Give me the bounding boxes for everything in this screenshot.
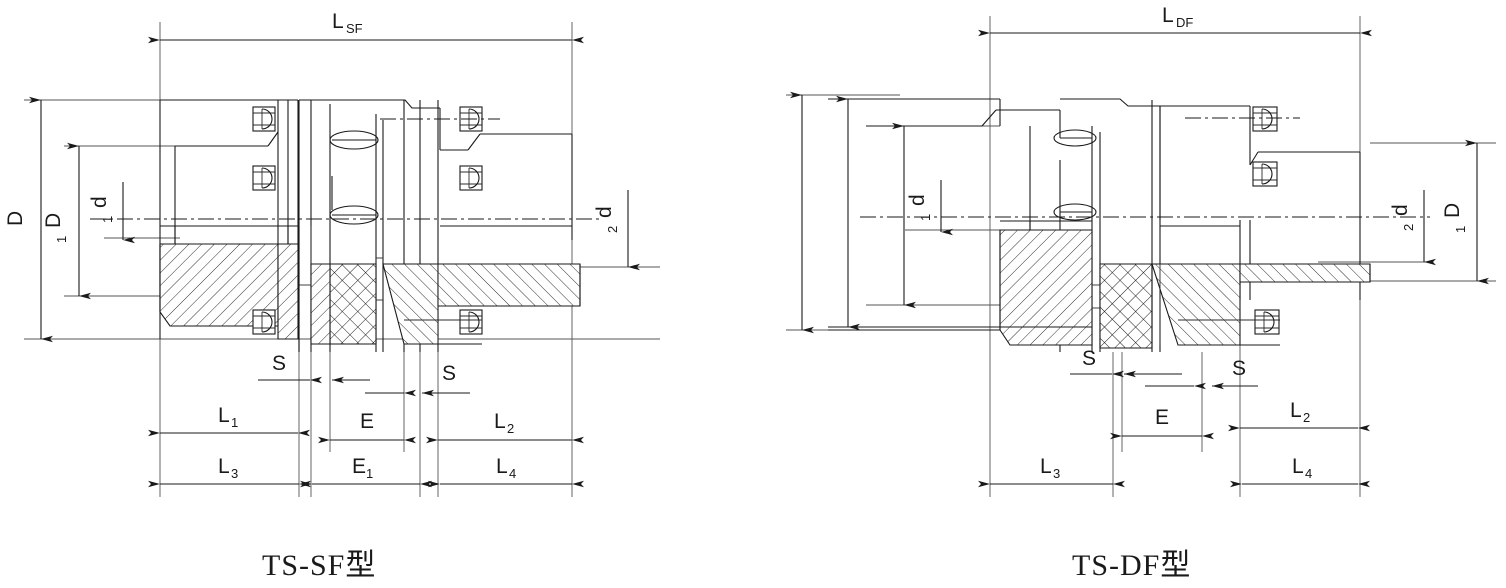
dim-l3: L 3 bbox=[148, 455, 311, 488]
dim-l4-sub: 4 bbox=[509, 466, 516, 481]
dim-d2-sub: 2 bbox=[605, 226, 620, 233]
dim-l1-sub: 1 bbox=[231, 415, 238, 430]
df-spider-element bbox=[1092, 100, 1161, 352]
dim-l1: L 1 bbox=[148, 404, 310, 437]
dim-df-d1r-sub: 1 bbox=[1453, 226, 1468, 233]
dim-s-right-label: S bbox=[442, 362, 456, 385]
dim-df-d1: d 1 bbox=[892, 122, 953, 309]
dim-df-l3-sub: 3 bbox=[1053, 466, 1060, 481]
right-extension-lines bbox=[786, 16, 1496, 497]
dim-df-l3-label: L bbox=[1040, 455, 1052, 478]
dim-df-d1-right: D 1 bbox=[1441, 139, 1489, 285]
view-right-ts-df: L DF d 1 d 2 D 1 bbox=[786, 4, 1496, 582]
left-hub-section bbox=[159, 225, 299, 340]
dim-e-label: E bbox=[360, 410, 374, 433]
dim-df-d1-label: d bbox=[906, 194, 929, 206]
set-screw-left-bottom bbox=[252, 309, 276, 335]
dim-df-l2-label: L bbox=[1290, 399, 1302, 422]
dim-d-label: D bbox=[4, 211, 27, 226]
left-centre-lines bbox=[90, 118, 600, 220]
dim-ldf: L DF bbox=[978, 4, 1372, 37]
dim-ldf-label: L bbox=[1162, 4, 1174, 27]
dim-d1-major-sub: 1 bbox=[54, 236, 69, 243]
dim-l2-sub: 2 bbox=[507, 421, 514, 436]
dim-e: E bbox=[318, 410, 416, 444]
set-screw-right-bottom bbox=[459, 309, 483, 335]
df-set-screw-bottom bbox=[1254, 309, 1280, 335]
df-right-hub bbox=[1151, 105, 1371, 346]
view-left-ts-sf: L SF D D 1 d 1 d 2 S bbox=[4, 10, 660, 582]
dim-d2-label: d bbox=[593, 206, 616, 218]
dim-lsf-sub: SF bbox=[346, 21, 363, 36]
dim-df-e: E bbox=[1110, 406, 1214, 440]
df-set-screw-mid bbox=[1252, 161, 1278, 187]
df-left-hub bbox=[828, 98, 1160, 352]
dim-d1-major-label: D bbox=[42, 213, 65, 228]
dim-df-l4-sub: 4 bbox=[1305, 466, 1312, 481]
dim-df-e-label: E bbox=[1155, 406, 1169, 429]
dim-df-s-right: S bbox=[1145, 357, 1258, 390]
caption-ts-df: TS-DF型 bbox=[1072, 549, 1191, 582]
dim-d1-minor-label: d bbox=[88, 196, 111, 208]
dim-df-d2-sub: 2 bbox=[1401, 224, 1416, 231]
dim-d1-minor: d 1 bbox=[88, 182, 135, 244]
dim-l2: L 2 bbox=[426, 410, 584, 444]
dim-e1-sub: 1 bbox=[366, 466, 373, 481]
dim-d1-minor-sub: 1 bbox=[100, 216, 115, 223]
dim-df-l2-sub: 2 bbox=[1303, 410, 1310, 425]
dim-df-s-right-label: S bbox=[1232, 357, 1246, 380]
dim-l3-label: L bbox=[218, 455, 230, 478]
dim-e1: E 1 bbox=[300, 455, 432, 488]
dim-df-d1r-label: D bbox=[1441, 203, 1464, 218]
dim-df-s-left: S bbox=[1070, 347, 1182, 378]
dim-l4-label: L bbox=[496, 455, 508, 478]
dim-s-right: S bbox=[365, 362, 470, 397]
dim-lsf: L SF bbox=[148, 10, 584, 44]
dim-s-left-label: S bbox=[272, 352, 286, 375]
dim-s-left: S bbox=[258, 352, 370, 384]
dim-df-s-left-label: S bbox=[1082, 347, 1096, 370]
dim-df-d2-label: d bbox=[1389, 204, 1412, 216]
left-spider-element bbox=[298, 99, 440, 352]
dim-d1-major: D 1 bbox=[42, 142, 91, 300]
df-centre-lines bbox=[860, 117, 1430, 218]
dim-df-l4-label: L bbox=[1292, 455, 1304, 478]
dim-df-d2: d 2 bbox=[1389, 190, 1436, 266]
set-screw-left-lower bbox=[252, 165, 276, 191]
dim-l3-sub: 3 bbox=[231, 466, 238, 481]
right-hub-outline bbox=[382, 100, 581, 352]
dim-d: D bbox=[4, 96, 53, 343]
left-extension-lines bbox=[24, 22, 660, 497]
dim-lsf-label: L bbox=[332, 10, 344, 33]
dim-ldf-sub: DF bbox=[1176, 15, 1193, 30]
dim-l4: L 4 bbox=[428, 455, 584, 488]
dim-d2: d 2 bbox=[593, 190, 640, 271]
caption-ts-sf: TS-SF型 bbox=[262, 549, 376, 582]
set-screw-right-lower bbox=[459, 165, 483, 191]
df-set-screw-upper bbox=[1252, 106, 1278, 132]
set-screw-left-upper bbox=[252, 106, 276, 132]
dim-df-l3: L 3 bbox=[978, 455, 1125, 488]
dim-l1-label: L bbox=[218, 404, 230, 427]
dim-df-l4: L 4 bbox=[1230, 455, 1370, 488]
dim-e1-label: E bbox=[352, 455, 366, 478]
dim-df-l2: L 2 bbox=[1228, 399, 1370, 432]
dim-df-d1-sub: 1 bbox=[918, 214, 933, 221]
dim-l2-label: L bbox=[494, 410, 506, 433]
